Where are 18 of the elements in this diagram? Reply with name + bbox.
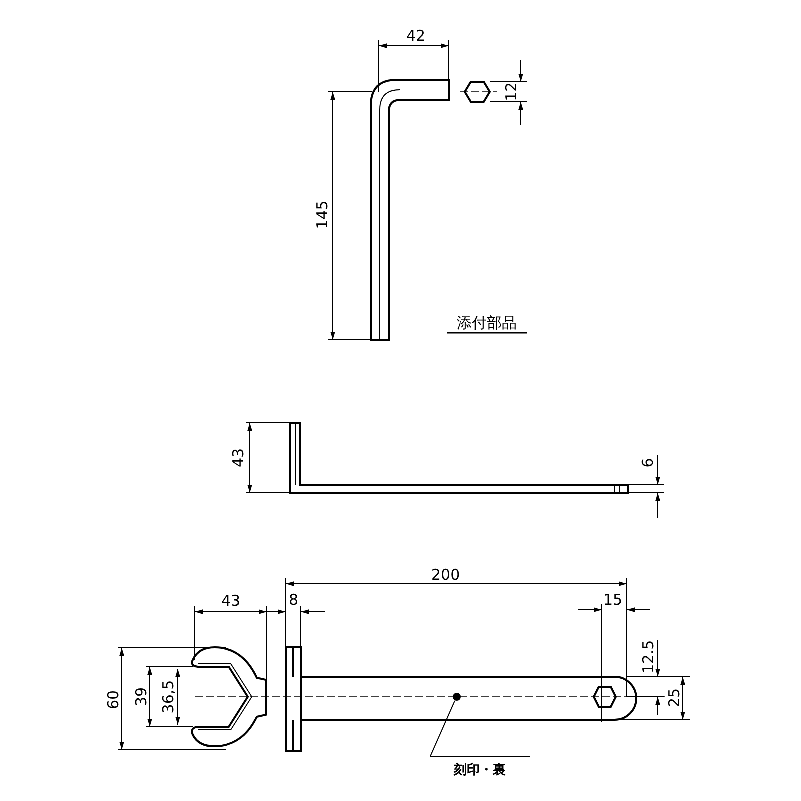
dimension-label: 60 xyxy=(105,690,122,710)
dimension-label: 12 xyxy=(503,82,520,102)
dimension-label: 36,5 xyxy=(160,680,176,714)
dimension-label: 39 xyxy=(133,687,150,707)
dimension-label: 6 xyxy=(640,458,656,468)
dimension-label: 145 xyxy=(314,200,330,230)
dimension-label: 43 xyxy=(230,448,246,468)
marking-dot xyxy=(453,693,461,701)
dimension-label: 12.5 xyxy=(640,640,656,674)
dimension-label: 25 xyxy=(666,688,682,708)
note-text: 添付部品 xyxy=(457,315,517,331)
dimension-label: 200 xyxy=(432,567,460,583)
leader-line xyxy=(430,700,456,757)
dimension-label: 8 xyxy=(289,592,299,608)
dimension-label: 42 xyxy=(406,28,426,44)
dimension-label: 15 xyxy=(604,592,623,608)
note-text: 刻印・裏 xyxy=(430,756,530,778)
dimension-label: 43 xyxy=(222,593,241,609)
